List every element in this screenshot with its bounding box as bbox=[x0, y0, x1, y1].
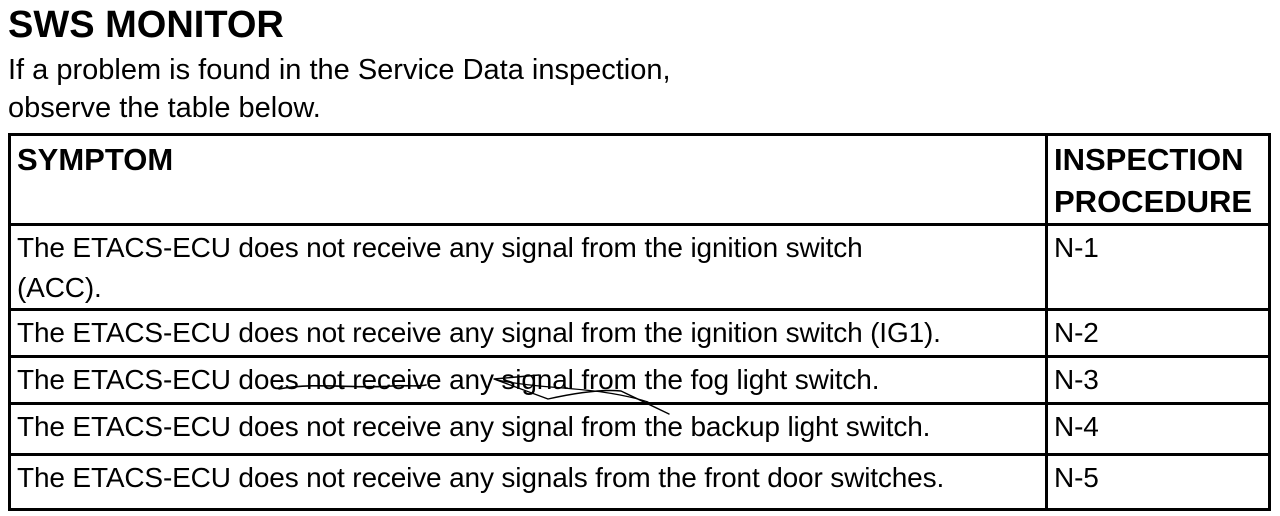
procedure-cell: N-3 bbox=[1045, 354, 1271, 405]
table-row: The ETACS-ECU does not receive any signa… bbox=[8, 354, 1271, 405]
symptom-cell: The ETACS-ECU does not receive any signa… bbox=[8, 222, 1048, 311]
inspection-procedure-column-header: INSPECTION PROCEDURE bbox=[1045, 133, 1271, 226]
intro-text-line1: If a problem is found in the Service Dat… bbox=[8, 54, 671, 86]
table-row: The ETACS-ECU does not receive any signa… bbox=[8, 307, 1271, 358]
symptom-cell: The ETACS-ECU does not receive any signa… bbox=[8, 452, 1048, 511]
table-row: The ETACS-ECU does not receive any signa… bbox=[8, 452, 1271, 511]
table-row: The ETACS-ECU does not receive any signa… bbox=[8, 401, 1271, 456]
procedure-cell: N-4 bbox=[1045, 401, 1271, 456]
symptom-cell: The ETACS-ECU does not receive any signa… bbox=[8, 354, 1048, 405]
symptom-cell: The ETACS-ECU does not receive any signa… bbox=[8, 401, 1048, 456]
table-row: The ETACS-ECU does not receive any signa… bbox=[8, 222, 1271, 311]
procedure-cell: N-2 bbox=[1045, 307, 1271, 358]
symptom-column-header: SYMPTOM bbox=[8, 133, 1048, 226]
intro-text-line2: observe the table below. bbox=[8, 92, 321, 124]
procedure-cell: N-5 bbox=[1045, 452, 1271, 511]
procedure-cell: N-1 bbox=[1045, 222, 1271, 311]
symptom-table: SYMPTOM INSPECTION PROCEDURE The ETACS-E… bbox=[8, 133, 1271, 511]
symptom-cell: The ETACS-ECU does not receive any signa… bbox=[8, 307, 1048, 358]
table-header-row: SYMPTOM INSPECTION PROCEDURE bbox=[8, 133, 1271, 226]
page-title: SWS MONITOR bbox=[8, 4, 284, 46]
